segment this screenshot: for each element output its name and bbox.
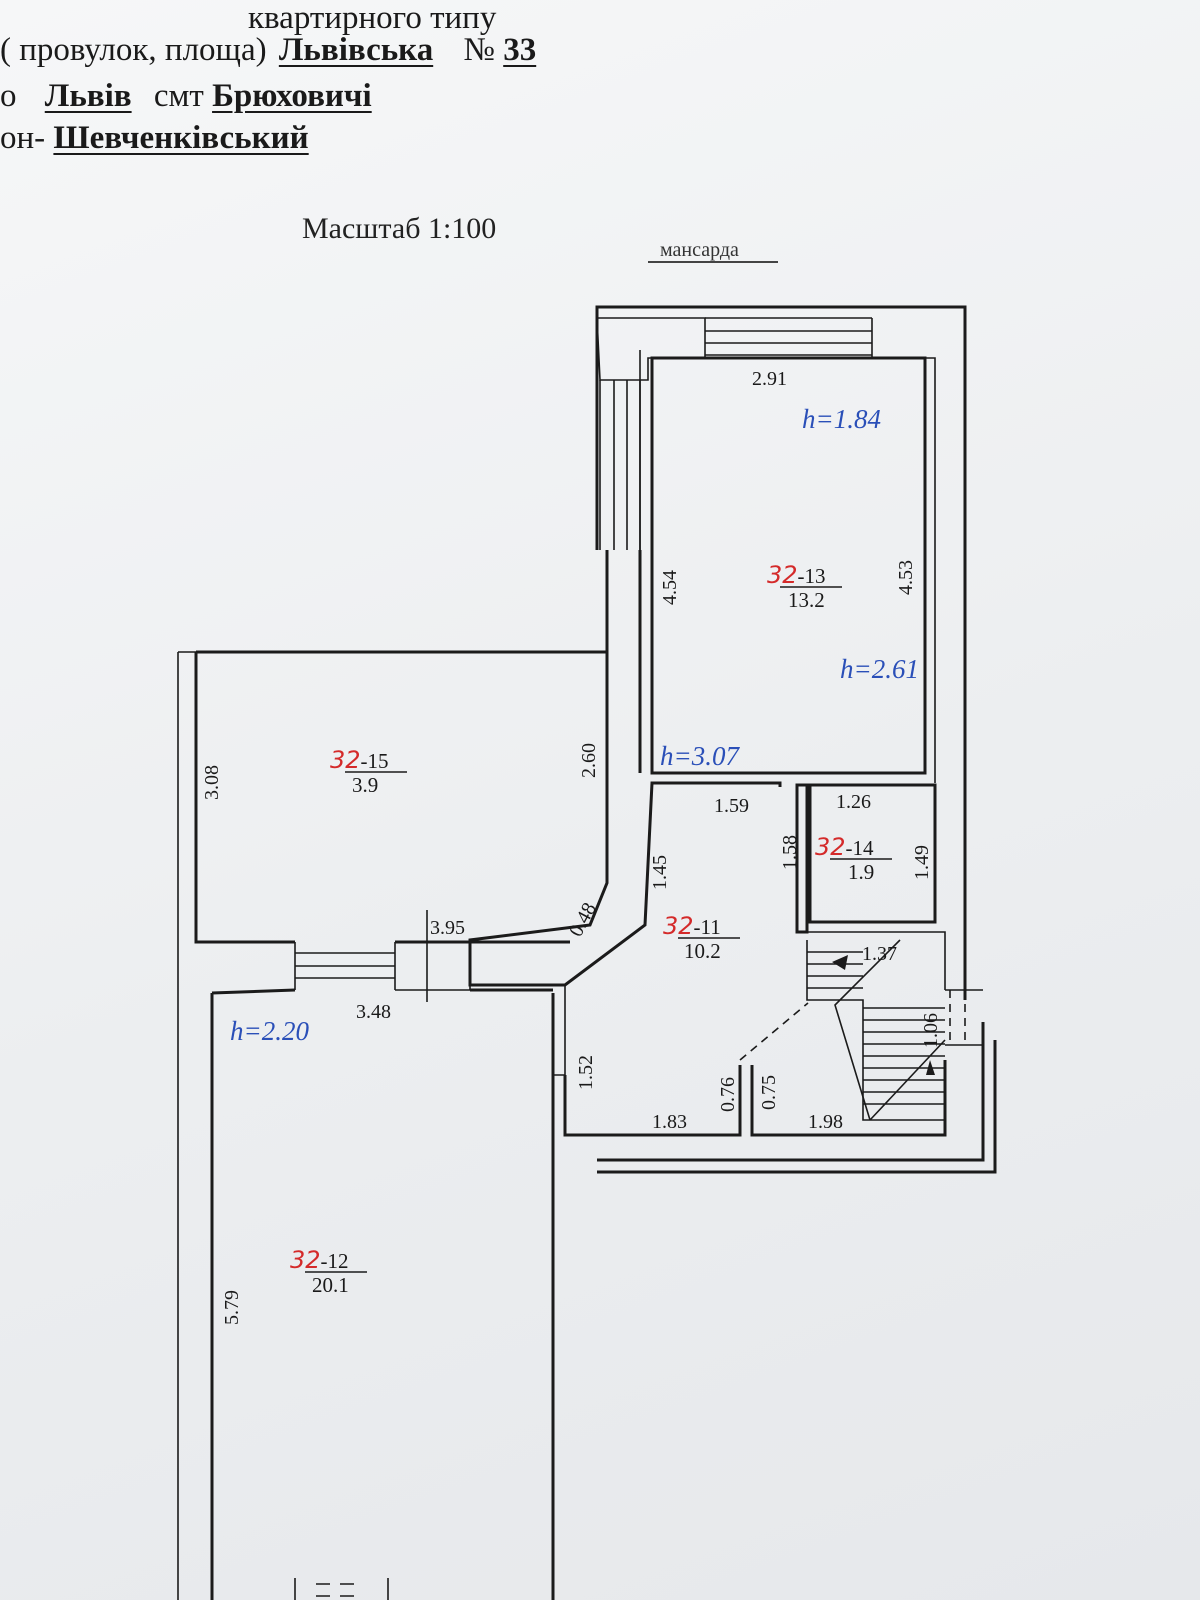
floor-label: мансарда bbox=[660, 239, 739, 261]
dim-1-45: 1.45 bbox=[649, 855, 671, 890]
top-window bbox=[705, 317, 873, 358]
header-line-1: квартирного типу bbox=[248, 0, 496, 37]
district-name: Шевченківський bbox=[53, 120, 309, 156]
room-suffix: -13 bbox=[798, 564, 826, 588]
city-caption: о bbox=[0, 78, 17, 114]
dim-1-37: 1.37 bbox=[862, 943, 897, 965]
room-label-32-15: 32-15 3.9 bbox=[330, 746, 407, 797]
left-window-upper bbox=[599, 380, 641, 550]
dim-3-08: 3.08 bbox=[201, 765, 223, 800]
number-caption: № bbox=[463, 32, 495, 68]
height-note-3: h=3.07 bbox=[660, 741, 740, 771]
dim-0-75: 0.75 bbox=[758, 1075, 780, 1110]
dim-1-98: 1.98 bbox=[808, 1111, 843, 1133]
room-suffix: -12 bbox=[321, 1249, 349, 1273]
room-suffix: -15 bbox=[361, 749, 389, 773]
room-area: 1.9 bbox=[848, 860, 874, 884]
dashed-door-right bbox=[949, 990, 966, 1040]
room-area: 3.9 bbox=[352, 773, 378, 797]
room-15-outline bbox=[194, 650, 607, 944]
room-prefix: 32 bbox=[290, 1246, 321, 1274]
room-area: 13.2 bbox=[788, 588, 825, 612]
dim-0-48: 0.48 bbox=[565, 899, 601, 940]
house-number: 33 bbox=[503, 32, 537, 68]
room-area: 20.1 bbox=[312, 1273, 349, 1297]
settlement-caption: смт bbox=[153, 78, 204, 114]
door-post-right bbox=[945, 989, 983, 1046]
svg-text:32-14: 32-14 bbox=[815, 833, 874, 861]
header-line-2: ( провулок, площа) Львівська № 33 bbox=[0, 32, 536, 69]
dim-1-58: 1.58 bbox=[779, 835, 801, 870]
staircase bbox=[806, 939, 946, 1121]
header-line-3: о Львів смт Брюховичі bbox=[0, 78, 372, 115]
room-14-outline bbox=[808, 783, 937, 924]
room-suffix: -14 bbox=[846, 836, 874, 860]
dim-2-60: 2.60 bbox=[578, 743, 600, 778]
settlement-name: Брюховичі bbox=[212, 78, 372, 114]
dim-4-53: 4.53 bbox=[895, 560, 917, 595]
city-name: Львів bbox=[44, 78, 132, 114]
height-note-1: h=1.84 bbox=[802, 404, 881, 434]
street-caption: ( провулок, площа) bbox=[0, 32, 267, 68]
room-label-32-11: 32-11 10.2 bbox=[663, 912, 740, 963]
scale-label: Масштаб 1:100 bbox=[302, 212, 496, 245]
dim-3-95: 3.95 bbox=[430, 917, 465, 939]
room-12-inner bbox=[553, 985, 566, 1076]
dim-5-79: 5.79 bbox=[221, 1290, 243, 1325]
dim-2-91: 2.91 bbox=[752, 368, 787, 390]
room-label-32-12: 32-12 20.1 bbox=[290, 1246, 367, 1297]
room-prefix: 32 bbox=[330, 746, 361, 774]
partition-wall-vertical bbox=[468, 550, 782, 987]
room-label-32-14: 32-14 1.9 bbox=[815, 833, 892, 884]
svg-text:32-15: 32-15 bbox=[330, 746, 389, 774]
height-note-4: h=2.20 bbox=[230, 1016, 309, 1046]
dashed-opening bbox=[739, 1002, 809, 1061]
header-line-4: он- Шевченківський bbox=[0, 120, 309, 157]
room-13-outline bbox=[650, 356, 927, 775]
dim-1-52: 1.52 bbox=[575, 1055, 597, 1090]
room-area: 10.2 bbox=[684, 939, 721, 963]
height-note-2: h=2.61 bbox=[840, 654, 919, 684]
room-prefix: 32 bbox=[815, 833, 846, 861]
room-suffix: -11 bbox=[694, 915, 721, 939]
room-15-outer-left bbox=[177, 651, 196, 1600]
dim-1-06: 1.06 bbox=[920, 1013, 942, 1048]
svg-text:32-13: 32-13 bbox=[767, 561, 826, 589]
street-name: Львівська bbox=[278, 32, 434, 68]
dim-3-48: 3.48 bbox=[356, 1001, 391, 1023]
dim-4-54: 4.54 bbox=[659, 570, 681, 605]
svg-text:32-11: 32-11 bbox=[663, 912, 721, 940]
outer-wall-upper-inner bbox=[597, 307, 985, 1162]
dim-0-76: 0.76 bbox=[717, 1077, 739, 1112]
dim-1-59: 1.59 bbox=[714, 795, 749, 817]
room-14-outer bbox=[797, 784, 946, 990]
dim-1-83: 1.83 bbox=[652, 1111, 687, 1133]
dim-1-49: 1.49 bbox=[911, 845, 933, 880]
passage-window bbox=[294, 942, 471, 991]
room-label-32-13: 32-13 13.2 bbox=[767, 561, 842, 612]
room-prefix: 32 bbox=[663, 912, 694, 940]
room-12-outline bbox=[210, 988, 555, 1600]
bottom-door bbox=[294, 1578, 389, 1600]
district-caption: он- bbox=[0, 120, 46, 156]
building-type-text: квартирного типу bbox=[248, 0, 497, 36]
dim-1-26: 1.26 bbox=[836, 791, 871, 813]
svg-text:32-12: 32-12 bbox=[290, 1246, 349, 1274]
room-prefix: 32 bbox=[767, 561, 798, 589]
